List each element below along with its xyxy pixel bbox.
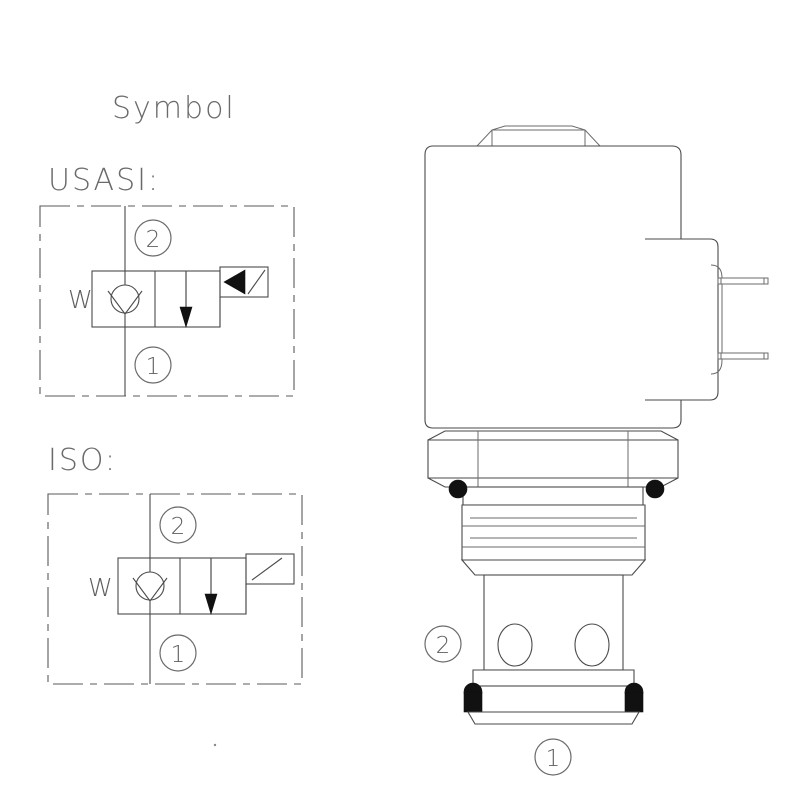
o-ring-upper-right xyxy=(645,479,665,499)
spade-terminal-upper-blade xyxy=(717,277,769,285)
valve-callout-2-text: 2 xyxy=(436,633,451,659)
iso-actuator-box xyxy=(245,553,295,585)
hex-nut-body-top-chamfer xyxy=(427,430,679,441)
usasi-label: USASI: xyxy=(48,163,160,198)
registration-mark xyxy=(213,743,217,747)
symbol-title: Symbol xyxy=(112,91,236,126)
spade-terminal-lower xyxy=(717,352,769,360)
iso-callout-2-circle xyxy=(159,506,197,544)
usasi-actuator-triangle xyxy=(223,269,246,295)
iso-enclosure-box xyxy=(47,493,303,685)
o-ring-lower-right xyxy=(624,682,644,713)
iso-label: ISO: xyxy=(48,443,117,478)
usasi-symbol-group: W 2 1 xyxy=(39,205,295,397)
iso-check-valve-poppet xyxy=(135,571,165,601)
valve-assembly-group: 2 1 xyxy=(424,125,769,776)
hex-nut-body-face xyxy=(427,439,679,479)
usasi-side-label: W xyxy=(68,285,93,314)
usasi-check-valve-poppet xyxy=(110,284,140,314)
usasi-actuator-diagonal xyxy=(247,269,266,295)
hex-nut-top-outline xyxy=(475,129,602,147)
o-ring-lower-right-body xyxy=(624,691,644,713)
solenoid-coil-housing xyxy=(424,145,682,429)
lower-flange xyxy=(472,669,635,687)
electrical-connector-block xyxy=(645,238,719,401)
valve-callout-1-text: 1 xyxy=(546,746,561,772)
nose-end xyxy=(467,711,640,725)
valve-callout-1-circle xyxy=(534,738,572,776)
hex-nut-top-face xyxy=(491,125,586,131)
hex-nut-body xyxy=(427,430,679,488)
iso-side-label: W xyxy=(88,573,113,602)
iso-callout-2-text: 2 xyxy=(171,514,186,540)
connector-front-bulge xyxy=(710,264,723,375)
iso-callout-1-text: 1 xyxy=(171,642,186,668)
valve-callout-2-circle xyxy=(424,625,462,663)
port-opening-left xyxy=(497,623,533,667)
shoulder-below-threads xyxy=(460,559,647,576)
hex-nut-top xyxy=(475,125,602,147)
spade-terminal-upper xyxy=(717,277,769,285)
iso-flow-arrow-head xyxy=(204,593,218,616)
iso-actuator-diagonal xyxy=(251,557,283,581)
seal-groove-band xyxy=(479,685,628,715)
usasi-callout-2-text: 2 xyxy=(146,227,161,253)
threaded-cartridge-section xyxy=(461,504,646,561)
o-ring-lower-left-body xyxy=(463,691,483,713)
usasi-callout-2-circle xyxy=(134,219,172,257)
port-opening-right xyxy=(574,623,610,667)
iso-check-valve-seat xyxy=(132,577,168,602)
collar-under-hex-nut xyxy=(462,486,644,506)
iso-symbol-group: W 2 1 xyxy=(47,493,303,685)
spade-terminal-lower-blade xyxy=(717,352,769,360)
usasi-callout-1-circle xyxy=(134,346,172,384)
usasi-check-valve-seat xyxy=(107,290,143,315)
usasi-callout-1-text: 1 xyxy=(146,354,161,380)
o-ring-lower-left xyxy=(463,682,483,713)
usasi-enclosure-box xyxy=(39,205,295,397)
o-ring-upper-left xyxy=(448,479,468,499)
thread-body xyxy=(461,504,646,561)
iso-callout-1-circle xyxy=(159,634,197,672)
usasi-actuator-box xyxy=(219,266,269,298)
usasi-flow-arrow-head xyxy=(179,306,193,329)
